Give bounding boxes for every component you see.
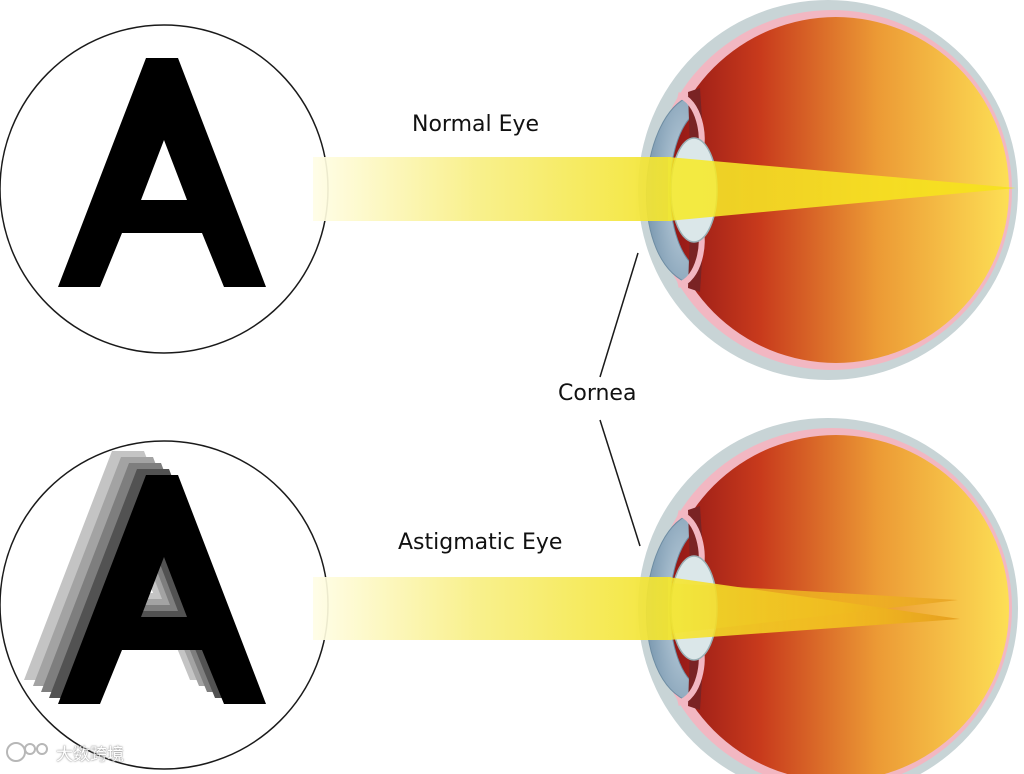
cornea-pointer-top [599, 252, 639, 378]
astigmatic-eye-label: Astigmatic Eye [398, 530, 563, 555]
cornea-label: Cornea [558, 381, 637, 406]
normal-light-beam [313, 157, 1016, 221]
normal-eye-label: Normal Eye [412, 112, 540, 137]
letter-a-sharp [58, 58, 266, 287]
astigmatic-light-beam [313, 577, 960, 640]
astigmatic-view-circle [0, 440, 329, 770]
watermark-logo-icon [6, 742, 48, 762]
cornea-pointer-bottom [599, 419, 641, 547]
letter-a-blurred [24, 451, 266, 704]
watermark-text: 大数跨境 [56, 745, 124, 765]
normal-view-circle [0, 24, 329, 354]
watermark: 大数跨境 [6, 740, 124, 765]
